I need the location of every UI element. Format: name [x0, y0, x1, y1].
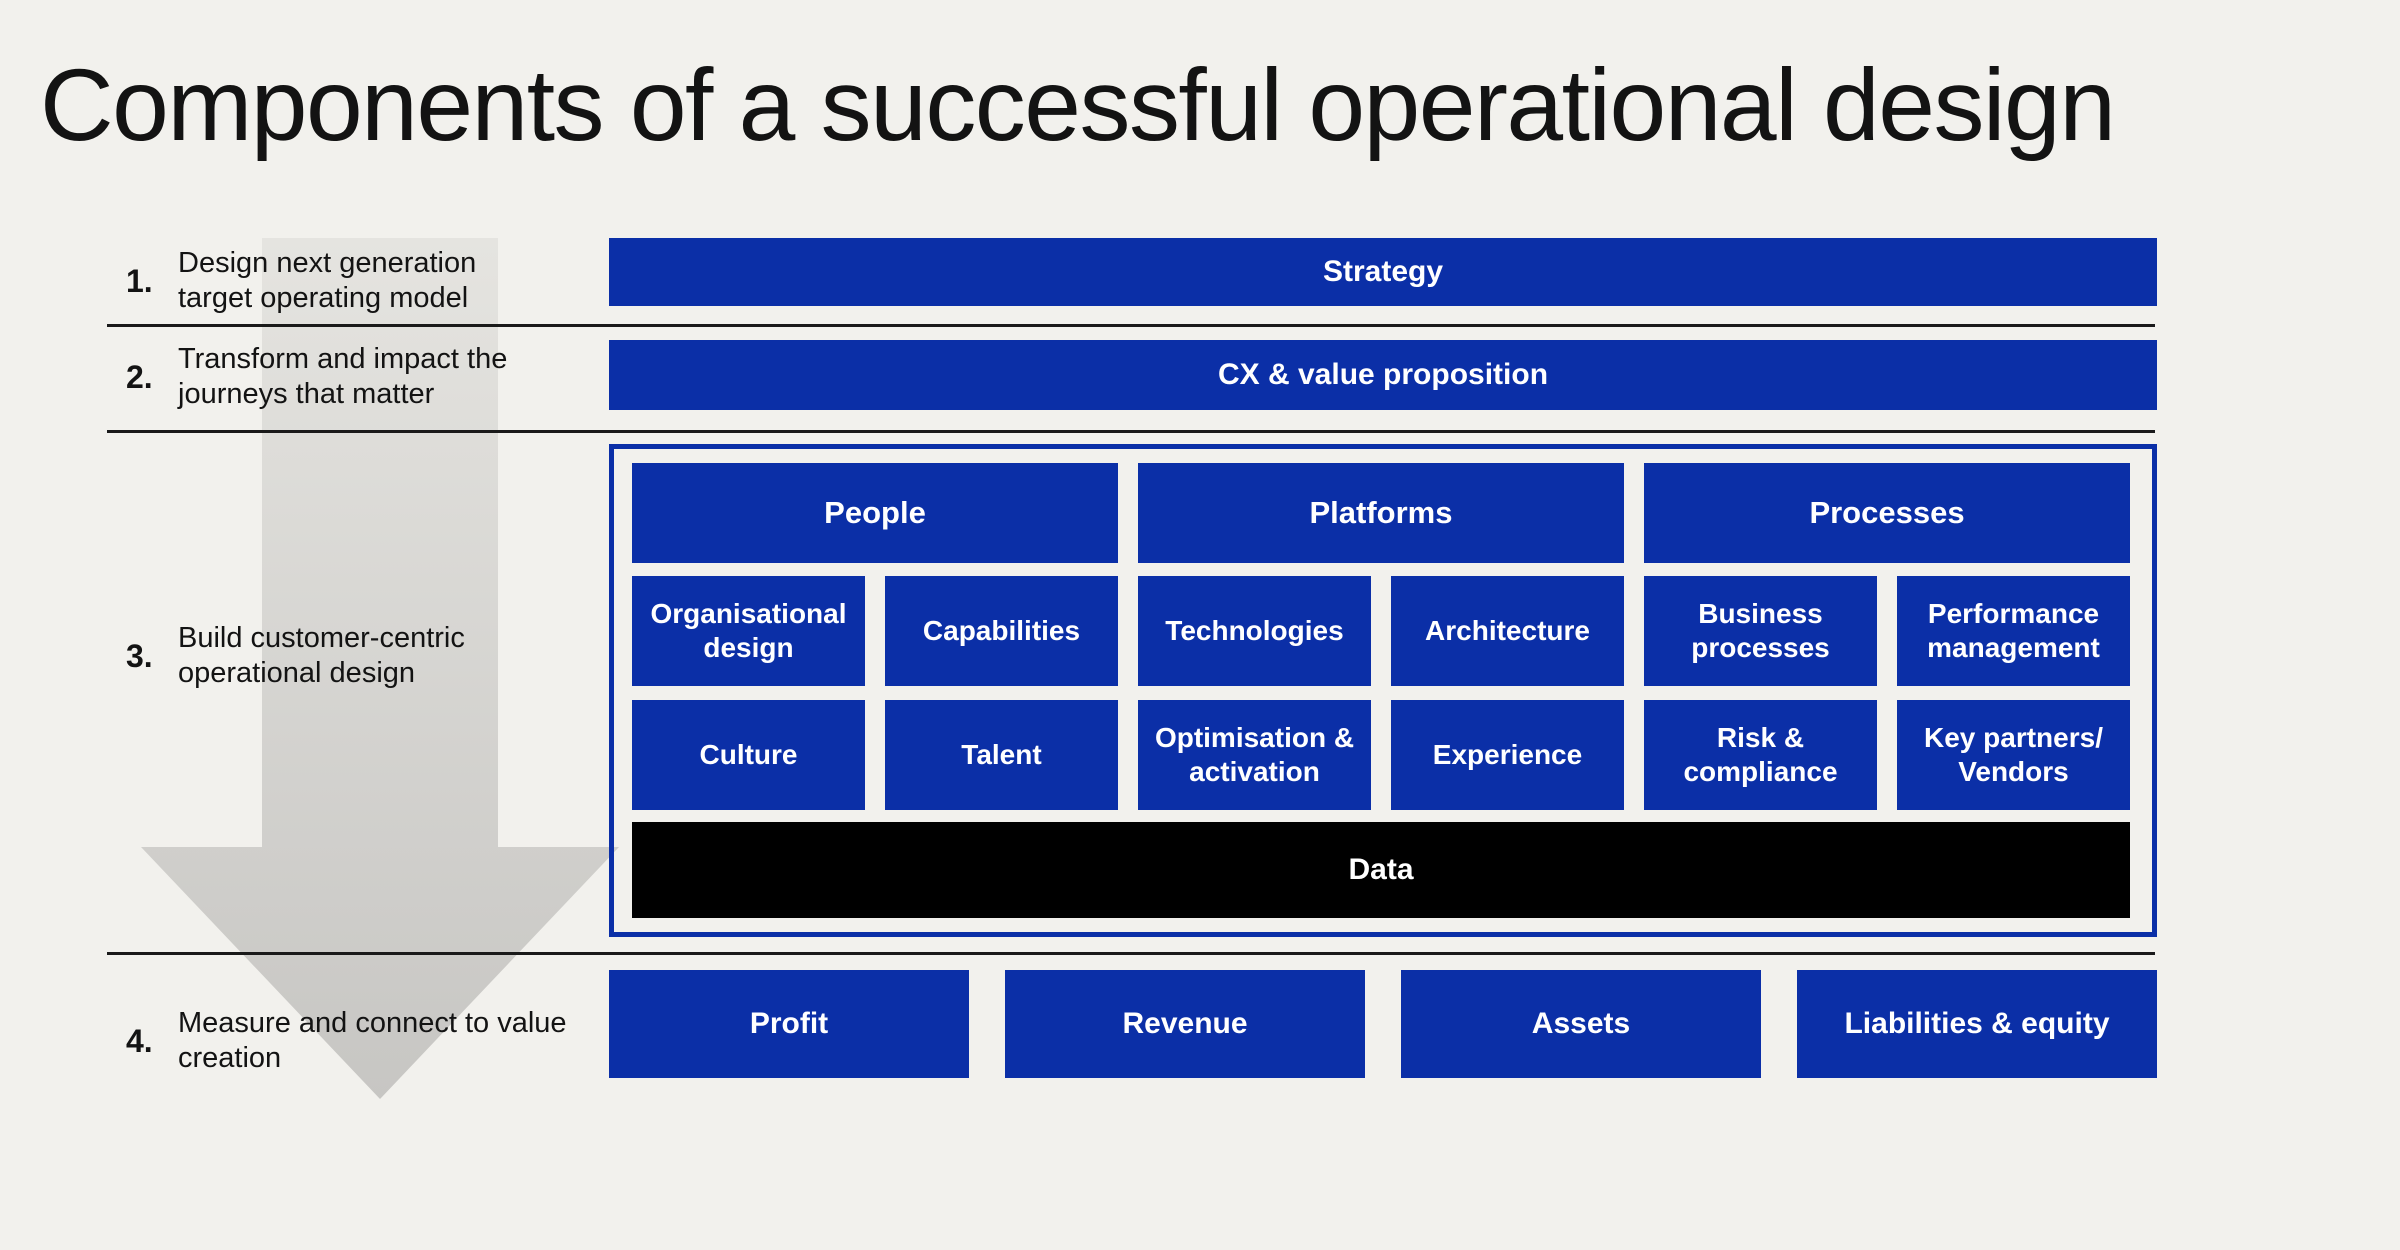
- box-talent: Talent: [885, 700, 1118, 810]
- divider-row-3: [107, 952, 2155, 955]
- box-business-processes: Business processes: [1644, 576, 1877, 686]
- step-3-label: Build customer-centric operational desig…: [178, 622, 465, 689]
- slide-title: Components of a successful operational d…: [40, 48, 2116, 162]
- step-4: 4. Measure and connect to value creation: [126, 1005, 596, 1077]
- data-bar: Data: [632, 822, 2130, 918]
- box-capabilities: Capabilities: [885, 576, 1118, 686]
- value-box-assets: Assets: [1401, 970, 1761, 1078]
- operational-design-container: [609, 444, 2157, 937]
- box-architecture: Architecture: [1391, 576, 1624, 686]
- step-2-number: 2.: [126, 358, 153, 395]
- divider-row-1: [107, 324, 2155, 327]
- cx-value-proposition-bar: CX & value proposition: [609, 340, 2157, 410]
- box-organisational-design: Organisational design: [632, 576, 865, 686]
- value-box-liabilities-equity: Liabilities & equity: [1797, 970, 2157, 1078]
- down-arrow-shape: [141, 238, 619, 1099]
- step-2: 2. Transform and impact the journeys tha…: [126, 341, 596, 413]
- box-experience: Experience: [1391, 700, 1624, 810]
- pillar-header-people: People: [632, 463, 1118, 563]
- value-box-revenue: Revenue: [1005, 970, 1365, 1078]
- step-2-label: Transform and impact the journeys that m…: [178, 343, 508, 410]
- step-4-number: 4.: [126, 1022, 153, 1059]
- box-optimisation-activation: Optimisation & activation: [1138, 700, 1371, 810]
- pillar-header-processes: Processes: [1644, 463, 2130, 563]
- step-3: 3. Build customer-centric operational de…: [126, 620, 596, 692]
- step-4-label: Measure and connect to value creation: [178, 1007, 567, 1074]
- box-key-partners-vendors: Key partners/ Vendors: [1897, 700, 2130, 810]
- box-technologies: Technologies: [1138, 576, 1371, 686]
- value-box-profit: Profit: [609, 970, 969, 1078]
- step-1-number: 1.: [126, 262, 153, 299]
- box-risk-compliance: Risk & compliance: [1644, 700, 1877, 810]
- box-culture: Culture: [632, 700, 865, 810]
- box-performance-management: Performance management: [1897, 576, 2130, 686]
- strategy-bar: Strategy: [609, 238, 2157, 306]
- step-1: 1. Design next generation target operati…: [126, 245, 596, 317]
- divider-row-2: [107, 430, 2155, 433]
- pillar-header-platforms: Platforms: [1138, 463, 1624, 563]
- step-3-number: 3.: [126, 637, 153, 674]
- down-arrow-icon: [141, 238, 619, 1099]
- step-1-label: Design next generation target operating …: [178, 247, 477, 314]
